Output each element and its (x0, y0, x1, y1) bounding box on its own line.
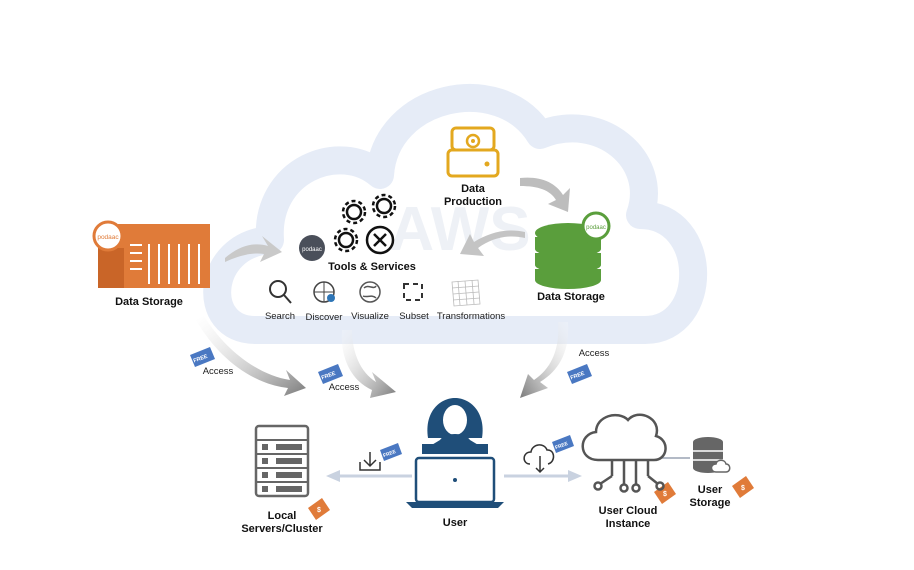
access-label-left: Access (202, 366, 234, 377)
user-label: User (442, 517, 468, 529)
access-label-right: Access (578, 348, 610, 359)
download-icon (359, 452, 381, 471)
user-storage-icon (693, 437, 731, 473)
arrow-user-to-local-head (326, 470, 340, 482)
free-badge: FREE (190, 347, 215, 367)
svg-text:FREE: FREE (570, 371, 586, 382)
svg-text:FREE: FREE (193, 354, 209, 365)
data-storage-left-icon: podaac (92, 220, 210, 288)
transformations-icon (451, 279, 481, 307)
svg-text:FREE: FREE (382, 449, 397, 459)
arrow-storage-to-tools (225, 236, 282, 262)
access-label-center: Access (328, 382, 360, 393)
tool-subset-label: Subset (399, 311, 429, 322)
arrow-rightstorage-to-user (520, 322, 569, 398)
svg-text:FREE: FREE (554, 441, 569, 451)
cost-badge: $ (732, 476, 754, 498)
subset-icon (403, 283, 423, 301)
tools-services-label: Tools & Services (328, 261, 416, 273)
data-storage-left-label: Data Storage (115, 296, 183, 308)
visualize-icon (359, 281, 381, 303)
laptop-icon (406, 456, 504, 508)
data-production-icon (446, 126, 500, 178)
podaac-logo-right: podaac (586, 225, 606, 231)
data-storage-right-label: Data Storage (537, 291, 605, 303)
local-servers-icon (254, 424, 310, 498)
aws-watermark: AWS (389, 195, 530, 264)
cost-badge: $ (654, 482, 676, 504)
discover-icon (313, 281, 335, 303)
arrow-tools-to-user (341, 330, 396, 398)
svg-text:podaac: podaac (302, 247, 322, 253)
arrow-leftstorage-to-user (196, 316, 306, 396)
arrow-production-to-storage (520, 177, 570, 212)
svg-text:$: $ (317, 507, 321, 514)
aws-cloud-background: AWS (203, 84, 708, 344)
svg-text:$: $ (741, 485, 745, 492)
free-badge: FREE (380, 443, 402, 461)
arrow-storage-to-tools-right (460, 230, 525, 256)
tool-search-label: Search (264, 311, 296, 322)
svg-text:$: $ (663, 491, 667, 498)
free-badge: FREE (552, 435, 574, 453)
cost-badge: $ (308, 498, 330, 520)
user-cloud-instance-icon (581, 413, 667, 493)
user-icon (422, 398, 488, 454)
user-storage-label: User Storage (689, 484, 731, 509)
free-badge: FREE (567, 364, 592, 384)
cloud-download-icon (523, 444, 555, 474)
data-production-label: Data Production (443, 183, 503, 208)
podaac-logo-center: podaac (299, 235, 325, 261)
tool-transformations-label: Transformations (436, 311, 506, 322)
free-badge: FREE (318, 364, 343, 384)
user-cloud-instance-label: User Cloud Instance (598, 505, 658, 530)
tool-discover-label: Discover (305, 312, 343, 323)
local-servers-label: Local Servers/Cluster (241, 510, 323, 535)
flow-arrows (196, 177, 690, 482)
svg-text:FREE: FREE (321, 371, 337, 382)
arrow-user-to-cloud-head (568, 470, 582, 482)
podaac-logo-left: podaac (97, 234, 119, 241)
gears-icon (333, 193, 397, 255)
data-storage-right-icon: podaac (535, 211, 611, 289)
search-icon (269, 280, 292, 304)
tool-visualize-label: Visualize (351, 311, 389, 322)
